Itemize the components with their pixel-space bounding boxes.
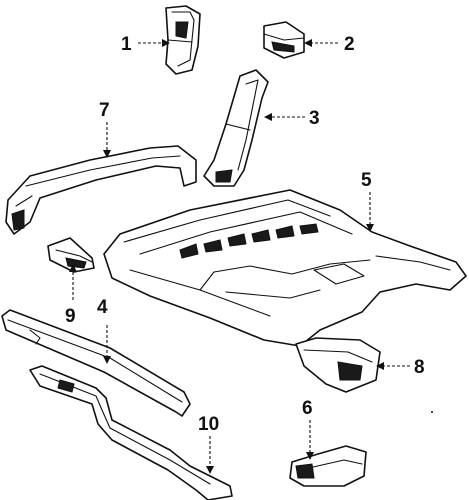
callout-labels: 1 2 3 4 5 6 7 8 9 10	[65, 34, 425, 435]
part-5-floor-pan[interactable]	[103, 189, 467, 347]
arrowhead-5	[366, 224, 374, 232]
callout-4: 4	[97, 297, 108, 318]
arrowhead-3	[264, 113, 272, 121]
arrowhead-10	[206, 466, 214, 474]
callout-2: 2	[344, 34, 355, 55]
part-3-pillar-inner[interactable]	[203, 69, 269, 187]
callout-5: 5	[361, 170, 372, 191]
part-4-rocker-sill[interactable]	[1, 309, 191, 417]
arrowhead-6	[306, 452, 314, 460]
arrowhead-1	[162, 39, 170, 47]
leader-lines	[69, 39, 410, 474]
part-1-pillar-bracket[interactable]	[165, 5, 201, 75]
arrowhead-2	[304, 39, 312, 47]
part-9-bracket[interactable]	[47, 237, 95, 273]
callout-3: 3	[309, 108, 320, 129]
part-7-wheelhouse[interactable]	[5, 145, 197, 235]
speck-mark	[431, 411, 433, 413]
arrowhead-4	[103, 356, 111, 364]
arrowhead-7	[103, 150, 111, 158]
part-2-bracket[interactable]	[263, 21, 305, 59]
callout-10: 10	[198, 414, 219, 435]
part-6-rear-bracket[interactable]	[289, 445, 367, 487]
callout-1: 1	[121, 34, 132, 55]
part-8-floor-bracket[interactable]	[295, 337, 381, 393]
callout-6: 6	[302, 398, 313, 419]
callout-7: 7	[99, 100, 110, 121]
callout-8: 8	[414, 357, 425, 378]
callout-9: 9	[65, 306, 76, 327]
arrowhead-8	[376, 362, 384, 370]
part-10-side-rail[interactable]	[29, 365, 233, 500]
arrowhead-9	[69, 264, 77, 272]
